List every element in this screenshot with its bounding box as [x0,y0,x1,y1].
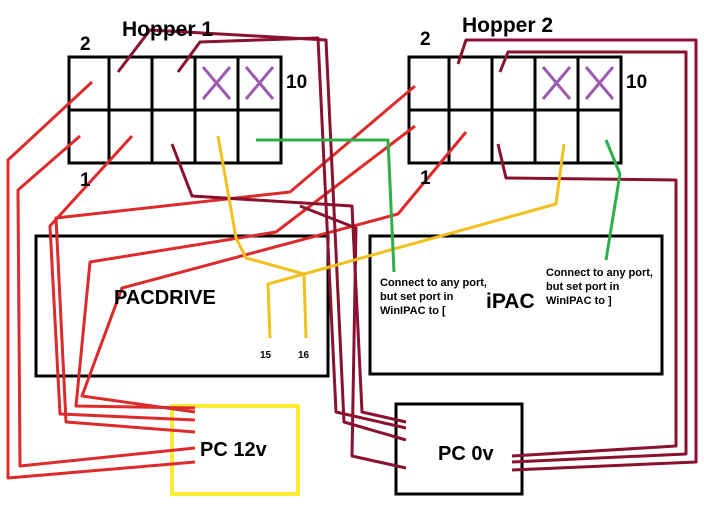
hopper-1-pin-bottom-label: 1 [80,170,91,191]
hopper-2-pin-top-label: 2 [420,29,431,50]
pacdrive-board [34,234,330,378]
hopper-1-pin-top-label: 2 [80,34,91,55]
hopper-2-title: Hopper 2 [462,14,553,37]
hopper-1-title: Hopper 1 [122,18,213,41]
hopper-1-pin-end-label: 10 [286,72,307,93]
ipac-board [368,234,664,376]
ipac-note-right-line: WinIPAC to ] [546,295,612,307]
hopper-1-unused-pins [201,66,275,100]
hopper-2-connector [407,55,623,165]
ipac-note-right: Connect to any port, but set port in Win… [546,267,653,307]
ipac-note-right-line: Connect to any port, [546,267,653,279]
pc-0v-label: PC 0v [438,443,494,465]
wire-12v [48,134,196,422]
ipac-note-left: Connect to any port, but set port in Win… [380,277,487,317]
wire-yellow [216,135,308,339]
cross-mark [201,66,232,100]
wire-12v [16,134,196,468]
wire-yellow [266,143,566,339]
ipac-title: iPAC [486,290,535,313]
ipac-note-left-line: but set port in [380,291,454,303]
wire-12v [80,131,468,414]
wires-0v [116,28,698,472]
hopper-2-pin-bottom-label: 1 [420,168,431,189]
pacdrive-title: PACDRIVE [114,287,216,309]
pc-12v-label: PC 12v [200,439,268,461]
wire-12v [6,80,196,480]
wires-12v [6,80,468,480]
wire-0v [456,38,698,472]
hopper-2-unused-pins [541,66,615,100]
wire-0v [176,36,407,430]
ipac-note-left-line: WinIPAC to [ [380,305,446,317]
cross-mark [541,66,572,100]
hopper-1-connector [67,55,283,165]
pacdrive-port-16: 16 [298,350,310,361]
wires-yellow [216,135,566,339]
wire-green [256,138,396,273]
hopper-2-pin-end-label: 10 [626,72,647,93]
wire-0v [496,143,678,458]
pc-0v-box [394,402,524,496]
wire-green [604,139,622,261]
ipac-note-left-line: Connect to any port, [380,277,487,289]
wire-0v [299,204,407,470]
cross-mark [244,66,275,100]
pacdrive-port-15: 15 [260,350,272,361]
wire-0v [498,50,688,464]
ipac-note-right-line: but set port in [546,281,620,293]
wire-0v [170,143,407,424]
cross-mark [584,66,615,100]
wires-green [256,138,622,273]
wire-12v [74,124,416,410]
wire-0v [116,28,407,442]
